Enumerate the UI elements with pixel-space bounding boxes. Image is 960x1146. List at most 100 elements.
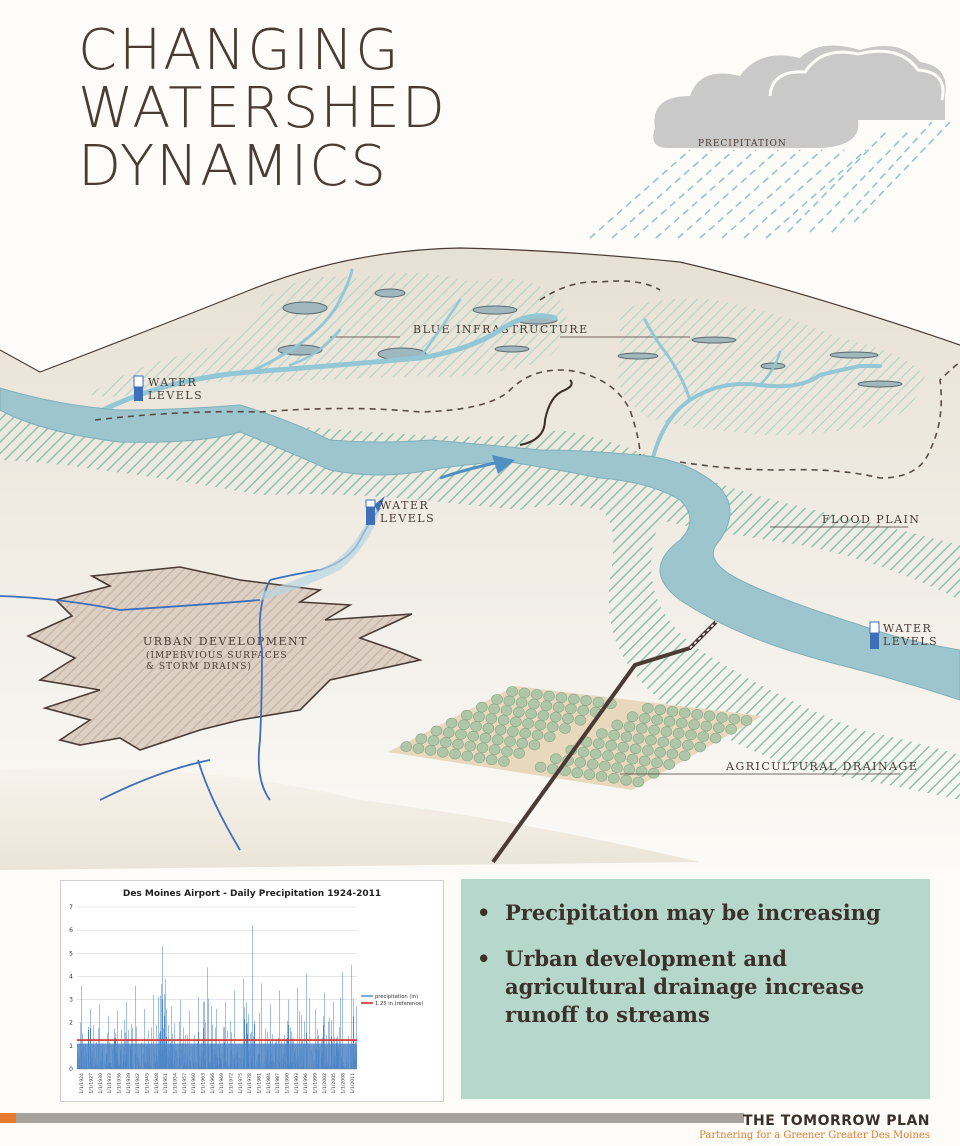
- x-tick-label: 1/1/1954: [173, 1073, 179, 1094]
- crop-plant: [728, 713, 741, 725]
- crop-plant: [562, 713, 574, 724]
- crop-plant: [458, 719, 470, 731]
- crop-plant: [663, 716, 676, 727]
- crop-plant: [614, 752, 627, 763]
- crop-plant: [467, 730, 480, 742]
- crop-plant: [460, 709, 473, 721]
- crop-plant: [638, 755, 651, 767]
- crop-plant: [549, 711, 562, 723]
- x-tick-label: 1/1/1948: [154, 1073, 160, 1094]
- crop-plant: [518, 687, 531, 699]
- crop-plant: [506, 686, 518, 697]
- x-tick-label: 1/1/1930: [98, 1073, 104, 1094]
- crop-plant: [430, 725, 443, 737]
- crop-plant: [580, 695, 592, 706]
- title-line-2: WATERSHED: [78, 76, 447, 141]
- svg-text:WATER: WATER: [380, 499, 429, 512]
- crop-plant: [626, 753, 639, 765]
- title-line-3: DYNAMICS: [78, 134, 388, 199]
- x-tick-label: 1/1/2005: [331, 1073, 337, 1094]
- crop-plant: [546, 721, 559, 733]
- crop-plant: [559, 723, 571, 734]
- crop-plant: [522, 718, 534, 729]
- crop-plant: [482, 722, 495, 734]
- crop-plant: [574, 757, 587, 768]
- crop-plant: [607, 772, 620, 784]
- x-tick-label: 1/1/1978: [247, 1073, 253, 1094]
- x-tick-label: 1/1/1963: [201, 1073, 207, 1094]
- svg-text:WATER: WATER: [883, 622, 932, 635]
- crop-plant: [577, 746, 590, 758]
- tributaries: [72, 268, 882, 472]
- urban-development-label: URBAN DEVELOPMENT: [143, 635, 308, 648]
- y-tick-label: 2: [69, 1020, 73, 1027]
- crop-plant: [663, 759, 676, 770]
- crop-plant: [669, 738, 682, 749]
- crop-plant: [666, 748, 679, 760]
- crop-plant: [501, 746, 513, 757]
- crop-plant: [632, 776, 645, 788]
- crop-plant: [473, 752, 486, 764]
- crop-plant: [491, 694, 503, 705]
- bullet-runoff: Urban development and agricultural drain…: [477, 945, 908, 1029]
- crop-plant: [512, 706, 525, 718]
- crop-plant: [534, 719, 547, 731]
- x-tick-label: 1/1/2002: [322, 1073, 328, 1094]
- crop-plant: [596, 728, 608, 739]
- crop-plant: [439, 737, 452, 748]
- crop-plant: [700, 720, 713, 732]
- crop-plant: [555, 692, 568, 703]
- footer-bar: [0, 1113, 744, 1123]
- crop-plant: [635, 766, 648, 777]
- legend-reference: 1.25 in (reference): [375, 1001, 423, 1007]
- crop-plant: [642, 745, 654, 756]
- crop-plant: [598, 760, 611, 772]
- crop-plant: [694, 741, 706, 753]
- crop-plant: [712, 722, 725, 734]
- crop-plant: [528, 739, 541, 751]
- cloud-icon: [653, 45, 946, 148]
- crop-plant: [400, 741, 413, 752]
- crop-plant: [586, 758, 599, 770]
- crop-plant: [574, 714, 587, 726]
- x-tick-label: 1/1/1984: [266, 1073, 272, 1094]
- hill-outline: [0, 247, 960, 373]
- crop-plant: [442, 727, 455, 738]
- crop-plant: [645, 734, 657, 746]
- crop-plant: [660, 726, 673, 737]
- crop-rows: [400, 686, 753, 788]
- x-tick-label: 1/1/1939: [126, 1073, 132, 1094]
- crop-plant: [583, 769, 596, 780]
- foreground-ground: [0, 768, 700, 870]
- x-tick-label: 1/1/1969: [219, 1073, 225, 1094]
- crop-plant: [504, 736, 516, 747]
- y-tick-label: 3: [69, 997, 73, 1004]
- crop-plant: [519, 727, 532, 739]
- rain: [589, 121, 951, 239]
- x-tick-label: 1/1/2008: [341, 1073, 347, 1094]
- precipitation-label: PRECIPITATION: [698, 139, 787, 149]
- blue-infra-zone-left: [90, 272, 567, 397]
- crop-plant: [632, 733, 645, 744]
- crop-plant: [678, 707, 691, 719]
- crop-plant: [620, 774, 632, 786]
- crop-plant: [491, 734, 504, 746]
- crop-plant: [485, 754, 498, 766]
- crop-plant: [516, 737, 529, 749]
- crop-plant: [651, 757, 663, 769]
- agricultural-drainage-label: AGRICULTURAL DRAINAGE: [725, 760, 918, 773]
- crop-plant: [611, 719, 624, 731]
- y-tick-label: 1: [69, 1043, 73, 1050]
- crop-plant: [657, 736, 670, 748]
- crop-plant: [682, 739, 694, 751]
- crop-plant: [647, 767, 660, 779]
- watershed-boundaries: [94, 280, 960, 479]
- crop-plant: [617, 741, 630, 753]
- legend-precipitation: precipitation (in): [375, 994, 418, 1000]
- precip-dense-band: [77, 1043, 357, 1069]
- x-tick-label: 1/1/1981: [257, 1073, 263, 1094]
- y-tick-label: 4: [69, 973, 73, 980]
- crop-plant: [415, 733, 428, 745]
- crop-plant: [445, 717, 458, 729]
- crop-plant: [497, 714, 510, 726]
